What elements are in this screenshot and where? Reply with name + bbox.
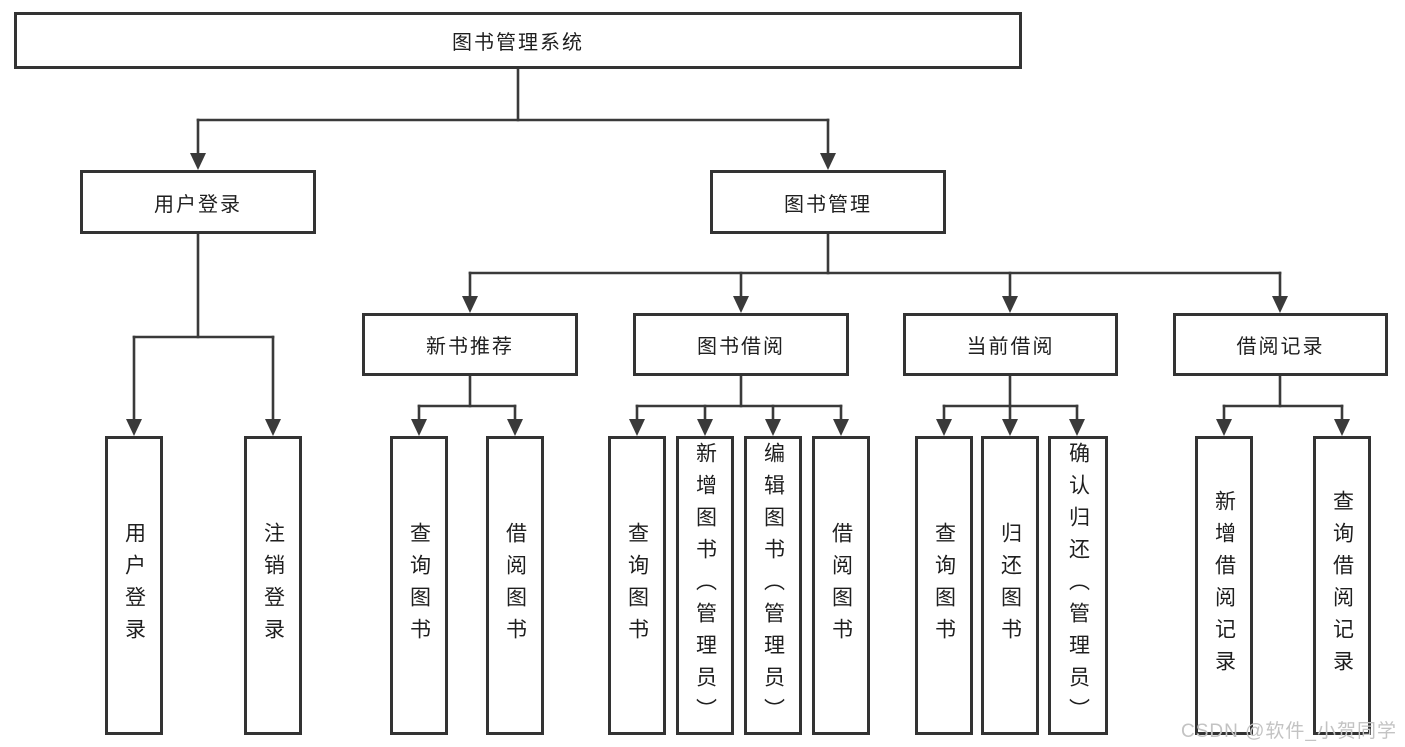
node-leaf-cb-confirm-return-admin: 确认归还（管理员）	[1048, 436, 1108, 735]
node-leaf-cb-confirm-return-admin-label: 确认归还（管理员）	[1066, 441, 1090, 730]
arrowhead	[697, 419, 713, 436]
node-leaf-logout: 注销登录	[244, 436, 302, 735]
node-root-label: 图书管理系统	[452, 32, 584, 54]
node-book-management-label: 图书管理	[784, 193, 872, 216]
arrowhead	[833, 419, 849, 436]
arrowhead	[265, 419, 281, 436]
arrowhead	[936, 419, 952, 436]
node-book-borrowing-label: 图书借阅	[697, 336, 785, 358]
arrowhead	[1002, 296, 1018, 313]
arrowhead	[126, 419, 142, 436]
node-leaf-bb-borrow-books-label: 借阅图书	[829, 521, 853, 650]
node-leaf-nb-query-books: 查询图书	[390, 436, 448, 735]
arrowhead	[1002, 419, 1018, 436]
arrowhead	[1334, 419, 1350, 436]
node-leaf-cb-return-books: 归还图书	[981, 436, 1039, 735]
node-leaf-logout-label: 注销登录	[261, 521, 285, 650]
watermark-text: CSDN @软件_小贺同学	[1181, 721, 1397, 742]
node-leaf-bb-query-books: 查询图书	[608, 436, 666, 735]
node-borrowing-records-label: 借阅记录	[1236, 336, 1325, 358]
node-leaf-br-query-record-label: 查询借阅记录	[1330, 489, 1354, 682]
node-leaf-bb-add-books-admin: 新增图书（管理员）	[676, 436, 734, 735]
node-new-book-recommend-label: 新书推荐	[426, 336, 514, 358]
arrowhead	[507, 419, 523, 436]
arrowhead	[765, 419, 781, 436]
node-current-borrowing-label: 当前借阅	[966, 336, 1055, 358]
node-leaf-user-login-label: 用户登录	[122, 521, 146, 650]
node-leaf-nb-borrow-books-label: 借阅图书	[503, 521, 527, 650]
node-leaf-cb-query-books-label: 查询图书	[932, 521, 956, 650]
node-book-management: 图书管理	[710, 170, 946, 234]
arrowhead	[629, 419, 645, 436]
node-leaf-cb-return-books-label: 归还图书	[998, 521, 1022, 650]
arrowhead	[820, 153, 836, 170]
node-leaf-bb-query-books-label: 查询图书	[625, 521, 649, 650]
node-borrowing-records: 借阅记录	[1173, 313, 1388, 376]
arrowhead	[733, 296, 749, 313]
node-leaf-bb-borrow-books: 借阅图书	[812, 436, 870, 735]
node-current-borrowing: 当前借阅	[903, 313, 1118, 376]
node-new-book-recommend: 新书推荐	[362, 313, 578, 376]
arrowhead	[1069, 419, 1085, 436]
node-leaf-bb-edit-books-admin-label: 编辑图书（管理员）	[761, 441, 785, 730]
node-leaf-cb-query-books: 查询图书	[915, 436, 973, 735]
node-user-login: 用户登录	[80, 170, 316, 234]
node-leaf-bb-edit-books-admin: 编辑图书（管理员）	[744, 436, 802, 735]
arrowhead	[1216, 419, 1232, 436]
node-book-borrowing: 图书借阅	[633, 313, 849, 376]
node-root: 图书管理系统	[14, 12, 1022, 69]
node-leaf-nb-query-books-label: 查询图书	[407, 521, 431, 650]
node-leaf-br-add-record-label: 新增借阅记录	[1212, 489, 1236, 682]
arrowhead	[462, 296, 478, 313]
node-leaf-br-query-record: 查询借阅记录	[1313, 436, 1371, 735]
arrowhead	[190, 153, 206, 170]
node-leaf-nb-borrow-books: 借阅图书	[486, 436, 544, 735]
node-leaf-bb-add-books-admin-label: 新增图书（管理员）	[693, 441, 717, 730]
arrowhead	[411, 419, 427, 436]
node-leaf-br-add-record: 新增借阅记录	[1195, 436, 1253, 735]
arrowhead	[1272, 296, 1288, 313]
node-leaf-user-login: 用户登录	[105, 436, 163, 735]
node-user-login-label: 用户登录	[154, 193, 242, 216]
